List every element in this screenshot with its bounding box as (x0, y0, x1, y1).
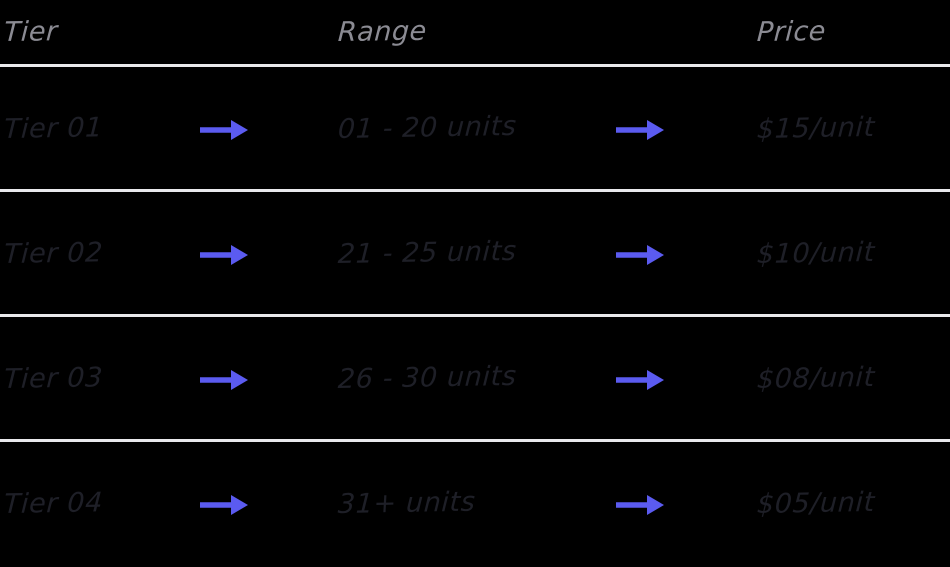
right-arrow-icon (200, 493, 248, 517)
arrow-cell-tier-to-range (200, 442, 335, 567)
arrow-cell-range-to-price (616, 442, 756, 567)
divider-line (0, 189, 950, 192)
cell-range: 01 - 20 units (337, 67, 613, 192)
cell-price: $05/unit (756, 442, 947, 567)
range-label: 01 - 20 units (337, 110, 518, 145)
arrow-cell-range-to-price (616, 67, 756, 192)
right-arrow-icon (616, 493, 664, 517)
table-row: Tier 03 26 - 30 units $08/unit (0, 317, 950, 442)
cell-price: $08/unit (756, 317, 947, 442)
divider-line (0, 64, 950, 67)
tier-label: Tier 03 (3, 362, 104, 395)
arrow-cell-tier-to-range (200, 67, 335, 192)
price-label: $05/unit (756, 486, 876, 520)
column-header-tier: Tier (3, 15, 59, 48)
range-label: 26 - 30 units (337, 360, 518, 395)
header-cell-price: Price (756, 8, 947, 56)
right-arrow-icon (200, 368, 248, 392)
column-header-price: Price (756, 15, 827, 48)
arrow-cell-tier-to-range (200, 317, 335, 442)
tier-label: Tier 02 (3, 237, 104, 270)
cell-price: $15/unit (756, 67, 947, 192)
right-arrow-icon (616, 243, 664, 267)
right-arrow-icon (616, 118, 664, 142)
column-header-range: Range (337, 15, 428, 48)
cell-tier: Tier 04 (3, 442, 199, 567)
right-arrow-icon (200, 118, 248, 142)
table-header-row: Tier Range Price (0, 0, 950, 64)
header-cell-range: Range (337, 8, 613, 56)
table-row: Tier 04 31+ units $05/unit (0, 442, 950, 567)
cell-range: 26 - 30 units (337, 317, 613, 442)
cell-tier: Tier 03 (3, 317, 199, 442)
tier-pricing-table: Tier Range Price Tier 01 01 - 20 units (0, 0, 950, 520)
price-label: $15/unit (756, 111, 876, 145)
divider-line (0, 439, 950, 442)
divider-line (0, 314, 950, 317)
range-label: 21 - 25 units (337, 235, 518, 270)
arrow-cell-range-to-price (616, 317, 756, 442)
header-cell-tier: Tier (3, 8, 199, 56)
cell-price: $10/unit (756, 192, 947, 317)
cell-range: 21 - 25 units (337, 192, 613, 317)
tier-label: Tier 04 (3, 487, 104, 520)
table-row: Tier 01 01 - 20 units $15/unit (0, 67, 950, 192)
arrow-cell-tier-to-range (200, 192, 335, 317)
cell-range: 31+ units (337, 442, 613, 567)
price-label: $10/unit (756, 236, 876, 270)
right-arrow-icon (200, 243, 248, 267)
table-row: Tier 02 21 - 25 units $10/unit (0, 192, 950, 317)
right-arrow-icon (616, 368, 664, 392)
price-label: $08/unit (756, 361, 876, 395)
cell-tier: Tier 01 (3, 67, 199, 192)
tier-label: Tier 01 (3, 112, 104, 145)
arrow-cell-range-to-price (616, 192, 756, 317)
cell-tier: Tier 02 (3, 192, 199, 317)
range-label: 31+ units (337, 486, 477, 520)
